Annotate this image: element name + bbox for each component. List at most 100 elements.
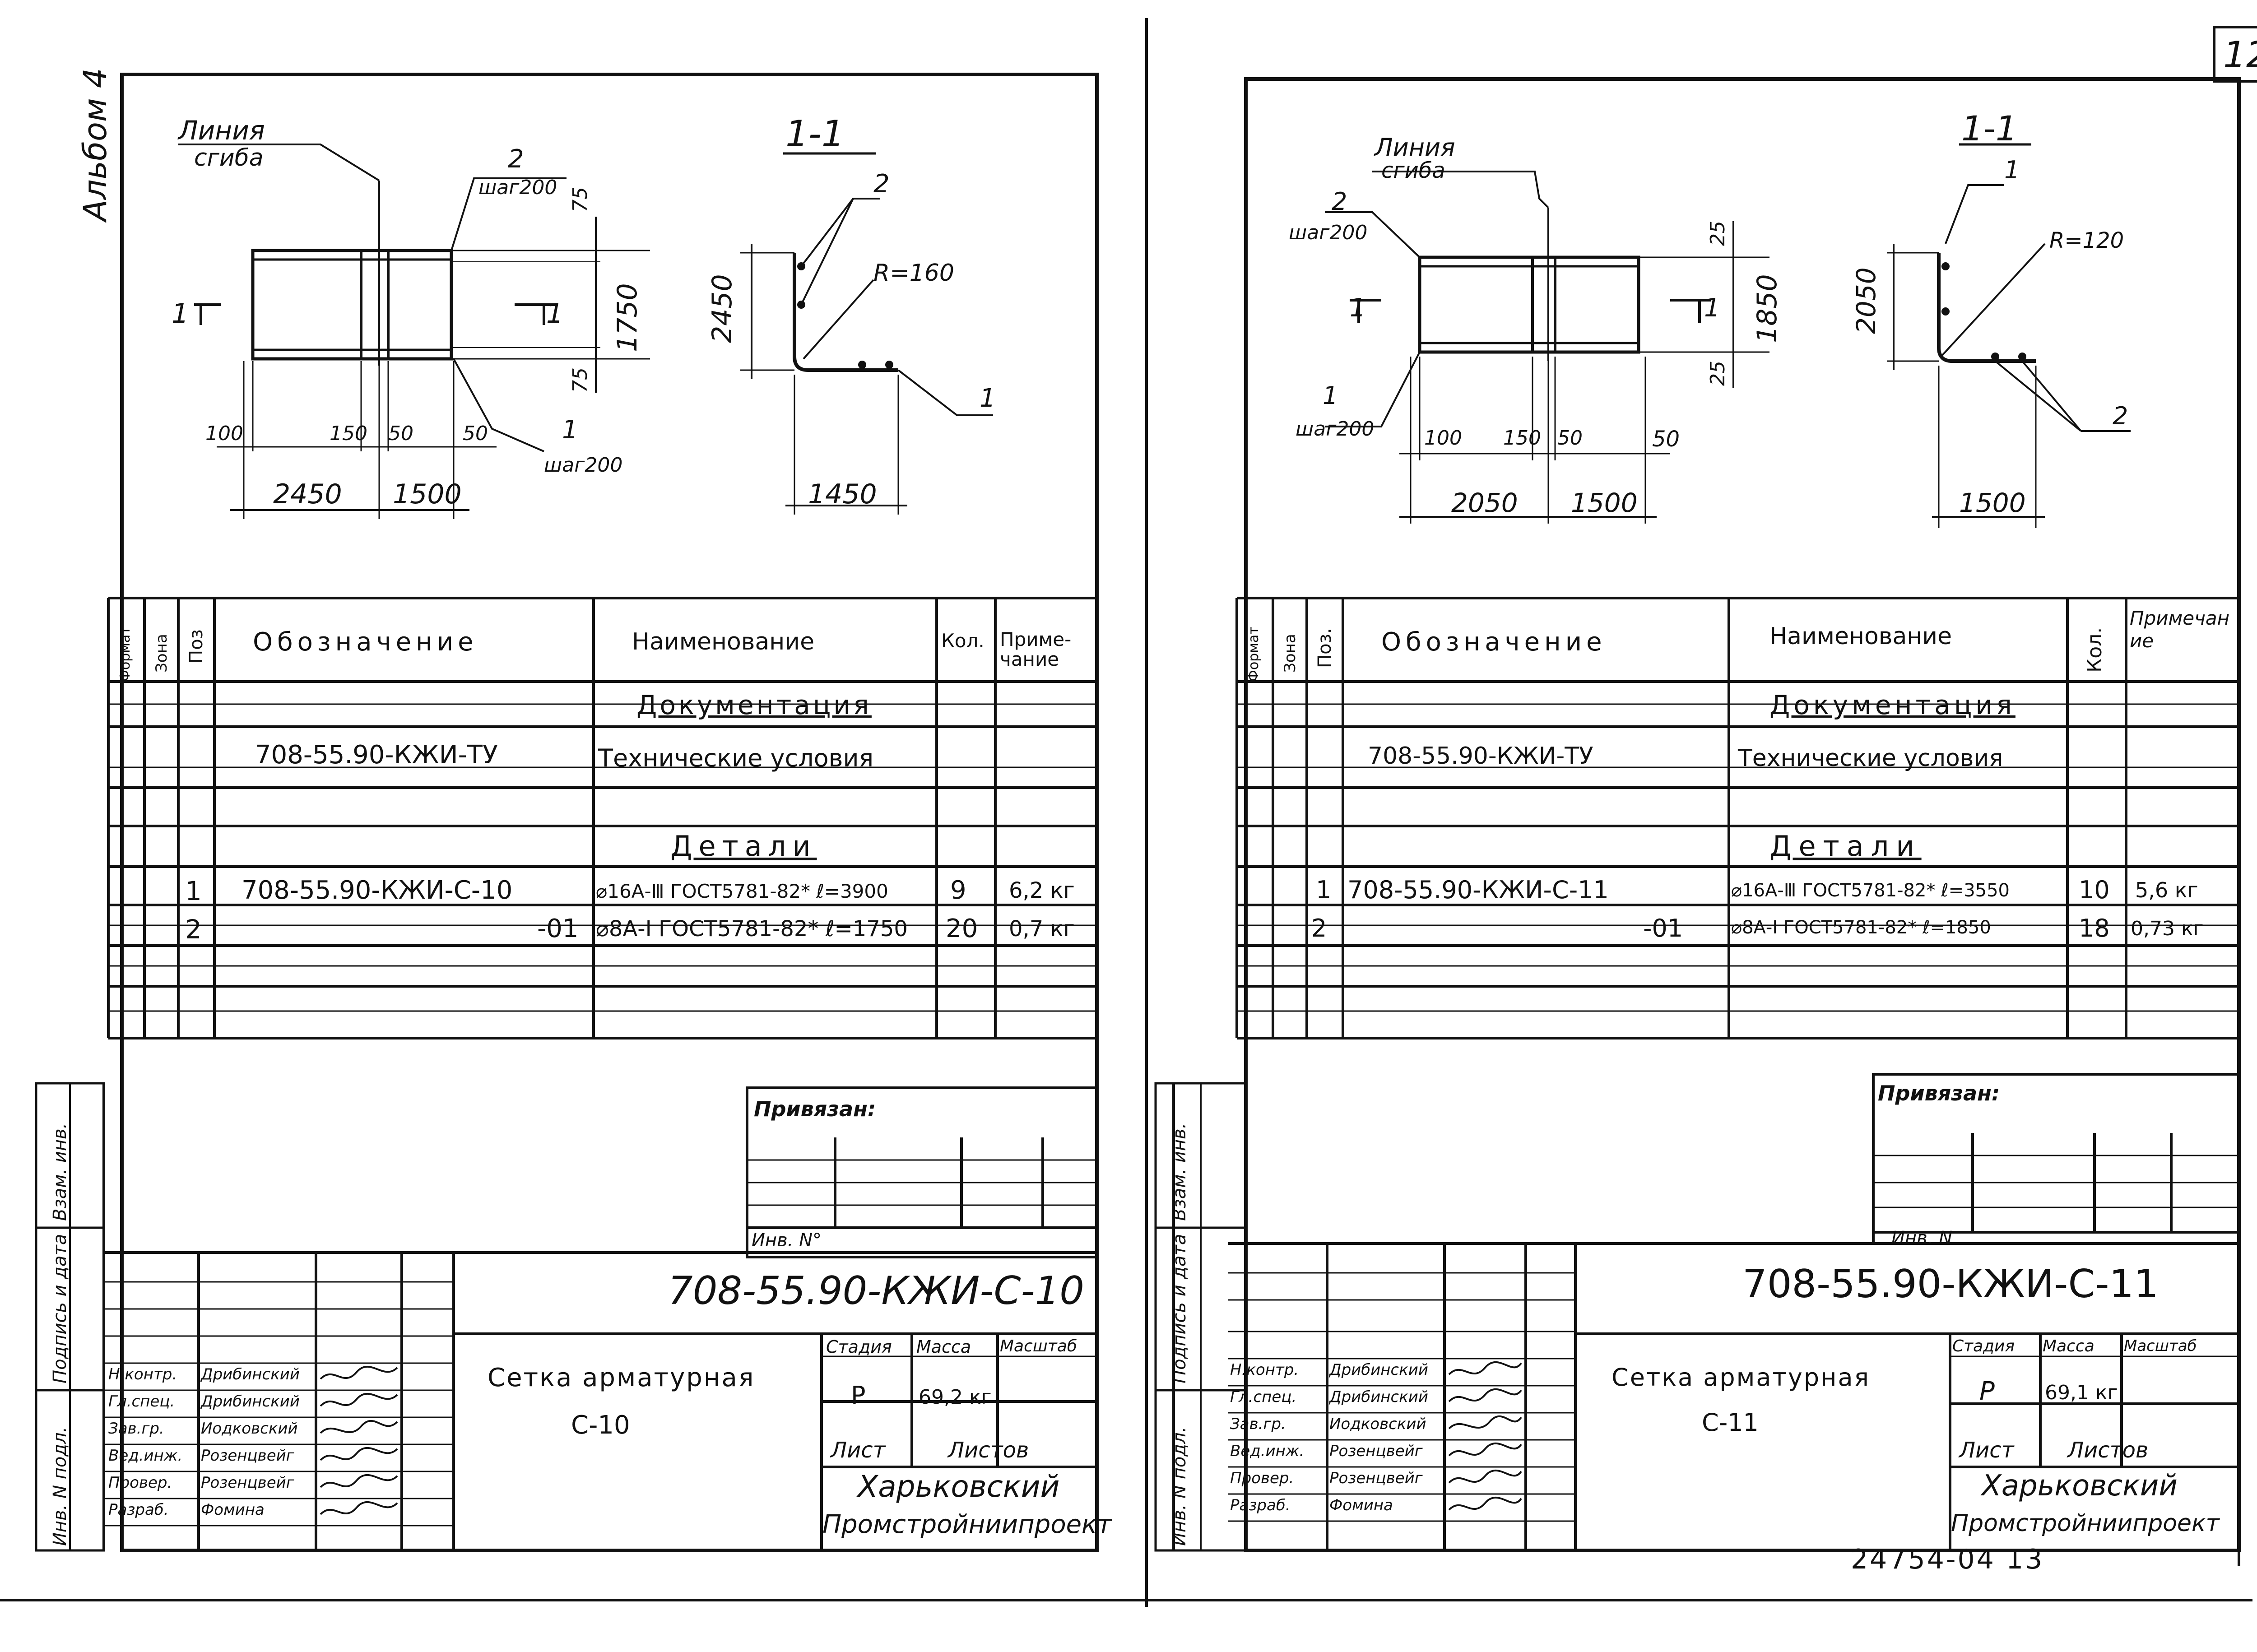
section-title: 1-1 (785, 113, 845, 155)
header-name-r: Наименование (1769, 623, 1952, 650)
role-4-name: Розенцвейг (201, 1447, 294, 1465)
role-2-name-r: Дрибинский (1329, 1388, 1428, 1406)
role-3: Зав.гр. (108, 1420, 164, 1438)
row-1-designation: 708-55.90-КЖИ-С-10 (241, 876, 513, 905)
org-line-2: Промстройниипроект (822, 1510, 1112, 1539)
section-parts-r: Детали (1769, 830, 1922, 863)
doc-designation: 708-55.90-КЖИ-ТУ (255, 740, 498, 770)
role-3-name-r: Иодковский (1329, 1415, 1426, 1433)
mass-value-r: 69,1 кг (2045, 1381, 2118, 1404)
row-2-pos: 2 (185, 914, 202, 945)
row-2-designation-r: -01 (1643, 914, 1683, 942)
role-1-r: Н.контр. (1230, 1361, 1299, 1379)
role-2: Гл.спец. (108, 1392, 175, 1411)
role-5-r: Провер. (1230, 1469, 1294, 1487)
section-width: 1450 (808, 478, 877, 510)
section-radius: R=160 (873, 260, 954, 287)
callout-top-step: шаг200 (478, 176, 557, 199)
row-2-qty: 20 (946, 914, 978, 943)
row-1-pos-r: 1 (1316, 876, 1332, 904)
section-marker-left: 1 (172, 298, 189, 329)
row-1-name-r: ⌀16А-Ⅲ ГОСТ5781-82* ℓ=3550 (1731, 880, 2010, 901)
role-1: Н.контр. (108, 1365, 177, 1383)
rebar-mesh-plan-right (1325, 143, 2131, 528)
stage-label-r: Стадия (1952, 1337, 2015, 1355)
stage-value-r: Р (1979, 1377, 1995, 1406)
title-line-2-r: С-11 (1702, 1408, 1759, 1437)
doc-name-r: Технические условия (1738, 745, 2003, 772)
dim-50a: 50 (388, 422, 413, 445)
mass-label: Масса (916, 1337, 971, 1357)
row-2-pos-r: 2 (1311, 914, 1327, 942)
section-docs: Документация (636, 690, 872, 720)
mass-value: 69,2 кг (919, 1386, 992, 1409)
inv-no-label: Инв. N° (752, 1230, 822, 1251)
row-1-name: ⌀16А-Ⅲ ГОСТ5781-82* ℓ=3900 (596, 880, 888, 902)
row-1-note: 6,2 кг (1009, 878, 1075, 903)
title-block-grid (104, 1086, 1098, 1550)
role-6-r: Разраб. (1230, 1496, 1291, 1514)
dim-50b-r: 50 (1652, 427, 1680, 452)
bend-line-label-1-r: Линия (1375, 133, 1455, 162)
role-4: Вед.инж. (108, 1447, 183, 1465)
title-block-grid-right (1228, 1073, 2240, 1550)
dim-width-right-r: 1500 (1571, 487, 1638, 518)
callout-top-pos: 2 (508, 144, 524, 174)
header-note: Приме-чание (1000, 628, 1072, 670)
title-line-1-r: Сетка арматурная (1611, 1363, 1871, 1392)
section-callout-a: 2 (873, 169, 890, 199)
callout-top-step-r: шаг200 (1289, 221, 1368, 244)
callout-top-pos-r: 2 (1332, 187, 1347, 216)
header-qty: Кол. (941, 630, 985, 652)
sheets-label: Листов (948, 1438, 1029, 1463)
role-4-r: Вед.инж. (1230, 1442, 1305, 1460)
stage-value: Р (851, 1381, 866, 1410)
org-line-2-r: Промстройниипроект (1951, 1510, 2220, 1537)
page-number: 12 (2223, 34, 2257, 76)
org-line-1: Харьковский (858, 1469, 1060, 1504)
doc-name: Технические условия (598, 744, 874, 772)
privyazan-label-r: Привязан: (1878, 1081, 2000, 1105)
dim-150: 150 (330, 422, 367, 445)
dim-50a-r: 50 (1557, 427, 1583, 450)
header-name: Наименование (632, 628, 815, 655)
dim-width-right: 1500 (393, 478, 462, 510)
scale-label: Масштаб (1000, 1337, 1077, 1355)
row-1-note-r: 5,6 кг (2135, 878, 2198, 902)
privyazan-label: Привязан: (754, 1097, 876, 1121)
role-5-name-r: Розенцвейг (1329, 1469, 1423, 1487)
role-2-r: Гл.спец. (1230, 1388, 1297, 1406)
callout-bottom-pos: 1 (562, 415, 578, 445)
callout-bottom-step: шаг200 (544, 454, 623, 477)
callout-bottom-pos-r: 1 (1323, 381, 1338, 410)
spec-table-grid (107, 597, 1097, 1039)
row-2-note-r: 0,73 кг (2131, 917, 2204, 940)
section-docs-r: Документация (1769, 690, 2016, 720)
signatures (320, 1365, 398, 1515)
role-5-name: Розенцвейг (201, 1474, 294, 1492)
bend-line-label-2: сгиба (194, 144, 264, 172)
title-line-1: Сетка арматурная (488, 1363, 755, 1392)
sheet-label: Лист (831, 1438, 886, 1463)
header-designation-r: Обозначение (1381, 627, 1607, 657)
section-marker-right: 1 (546, 298, 564, 329)
row-1-designation-r: 708-55.90-КЖИ-С-11 (1347, 876, 1609, 904)
role-2-name: Дрибинский (201, 1392, 300, 1411)
row-2-name: ⌀8А-Ⅰ ГОСТ5781-82* ℓ=1750 (596, 916, 908, 942)
row-1-qty: 9 (950, 876, 966, 905)
callout-bottom-step-r: шаг200 (1296, 418, 1375, 441)
role-5: Провер. (108, 1474, 172, 1492)
sheet-label-r: Лист (1959, 1438, 2014, 1463)
dim-100: 100 (205, 422, 243, 445)
role-6: Разраб. (108, 1501, 169, 1519)
header-note-r: Примечание (2130, 607, 2230, 652)
title-line-2: С-10 (571, 1411, 630, 1440)
role-3-name: Иодковский (201, 1420, 298, 1438)
signatures-right (1448, 1361, 1522, 1511)
row-1-pos: 1 (185, 876, 202, 906)
section-radius-r: R=120 (2049, 228, 2124, 253)
role-1-name-r: Дрибинский (1329, 1361, 1428, 1379)
doc-code-r: 708-55.90-КЖИ-С-11 (1742, 1262, 2159, 1307)
section-marker-right-r: 1 (1704, 293, 1720, 323)
